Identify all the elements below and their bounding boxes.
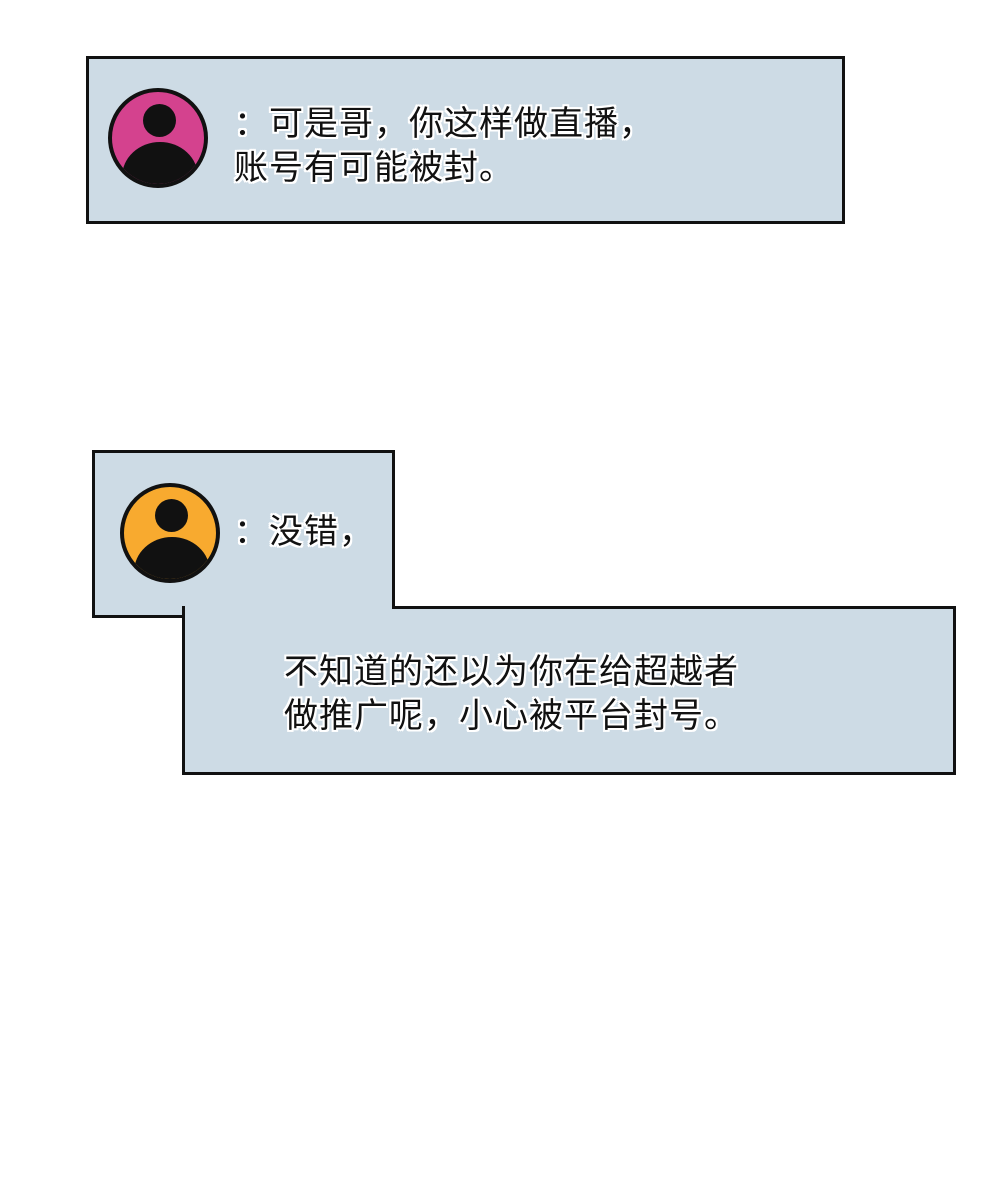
- chat-message-2-intro: ：没错，: [234, 510, 374, 554]
- chat-message-1: ：可是哥，你这样做直播， 账号有可能被封。: [234, 102, 654, 190]
- chat-message-2-body: 不知道的还以为你在给超越者 做推广呢，小心被平台封号。: [284, 650, 739, 738]
- chat-bubble-2-bottom: [182, 606, 956, 775]
- chat-bubble-2-joint: [185, 606, 392, 620]
- chat-bubble-1: [86, 56, 845, 224]
- chat-message-1-line-1: ：可是哥，你这样做直播，: [234, 104, 654, 144]
- user-avatar-icon: [108, 88, 208, 188]
- chat-message-1-line-2: 账号有可能被封。: [234, 148, 514, 188]
- chat-message-2-line-2: 不知道的还以为你在给超越者: [284, 652, 739, 692]
- chat-message-2-line-3: 做推广呢，小心被平台封号。: [284, 696, 739, 736]
- chat-message-2-line-1: ：没错，: [234, 512, 374, 552]
- user-avatar-icon: [120, 483, 220, 583]
